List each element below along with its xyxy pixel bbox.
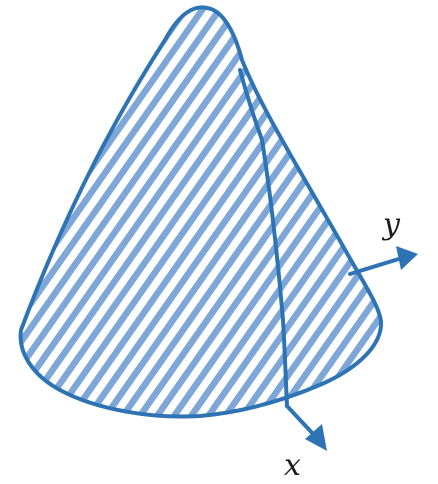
section-edge-line [238, 68, 289, 408]
x-axis-label: x [284, 448, 301, 483]
x-axis-arrow [285, 404, 327, 451]
y-axis-arrow [348, 246, 418, 276]
cone-surface [20, 7, 382, 417]
cone-outline [18, 5, 384, 419]
y-axis-label: y [381, 207, 401, 242]
